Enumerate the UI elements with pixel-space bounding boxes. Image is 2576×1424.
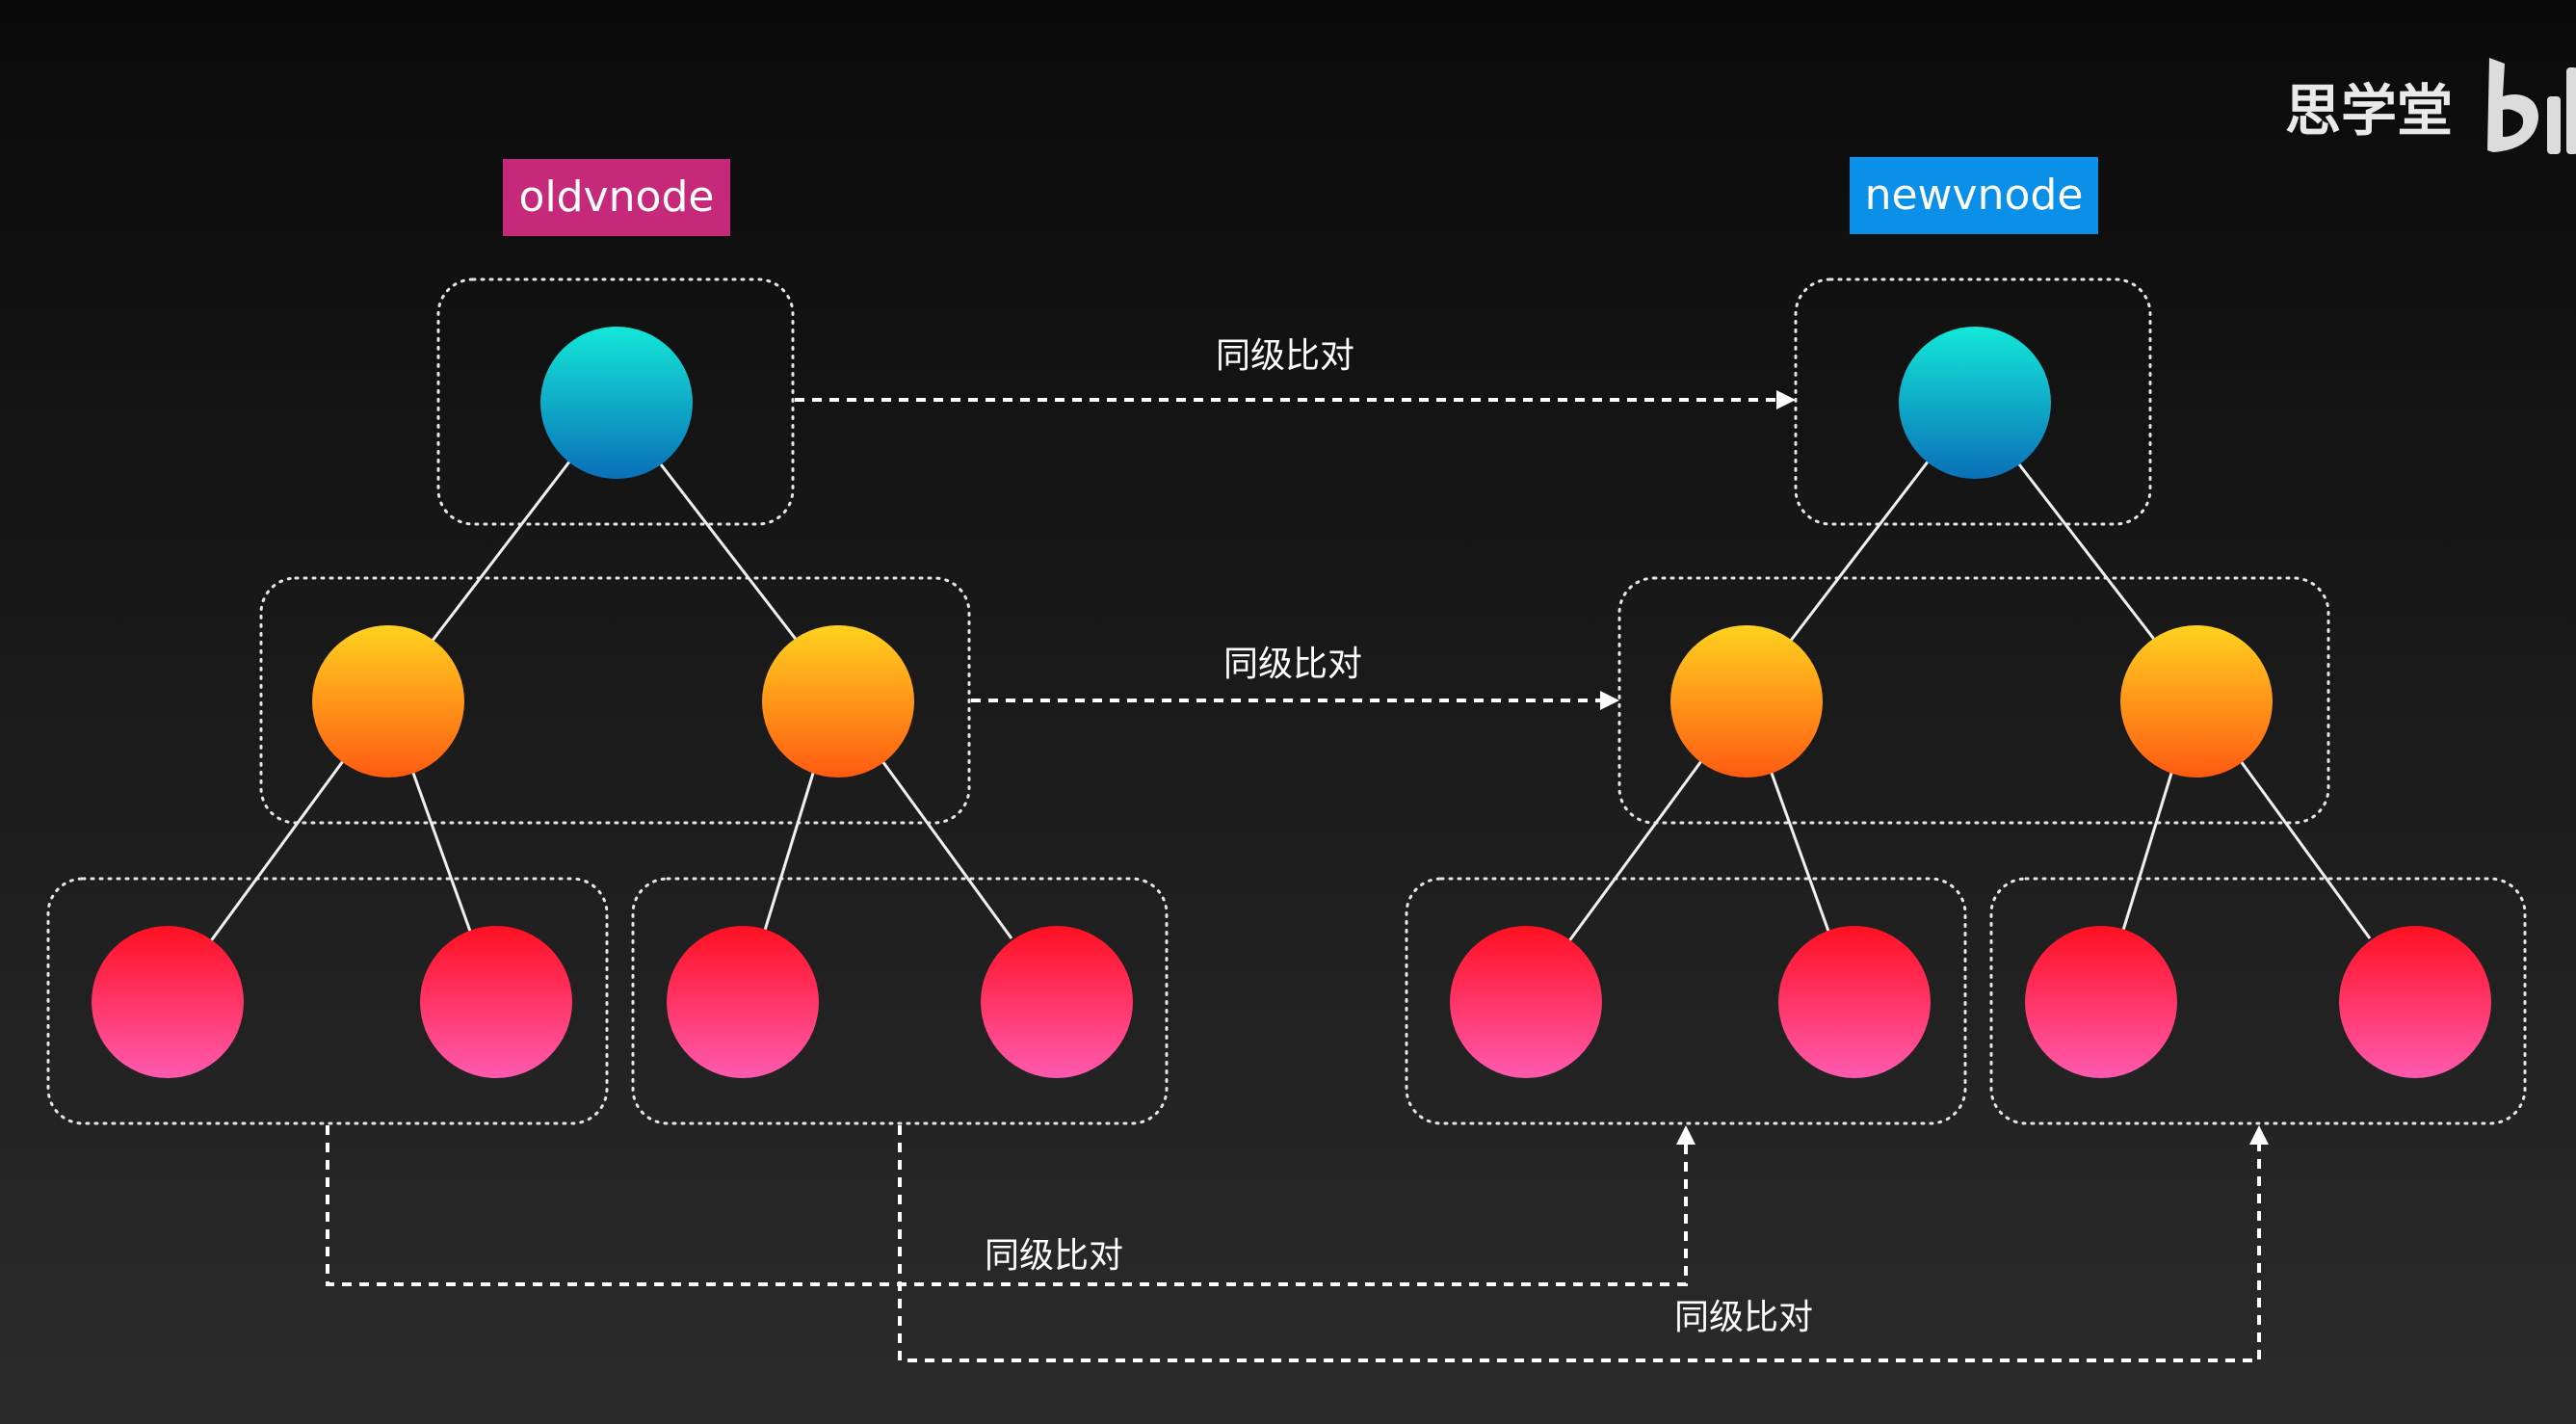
new-level3-node-4 [2339, 926, 2491, 1078]
new-level3-group-right [1989, 877, 2527, 1125]
old-edge-midright-leaf3 [761, 766, 817, 937]
old-edge-root-right [659, 463, 800, 643]
compare-label-level2: 同级比对 [1223, 645, 1363, 684]
newvnode-label: newvnode [1850, 157, 2098, 234]
old-edge-root-left [430, 460, 572, 643]
new-level3-node-2 [1778, 926, 1931, 1078]
old-level3-node-1 [92, 926, 244, 1078]
old-tree [46, 277, 1169, 1125]
new-level2-group [1617, 576, 2330, 825]
compare-label-level3-left: 同级比对 [985, 1236, 1124, 1276]
old-edge-midleft-leaf2 [408, 764, 474, 937]
new-edge-midleft-leaf1 [1566, 760, 1703, 943]
new-tree [1405, 277, 2527, 1125]
old-level2-node-left [312, 625, 464, 778]
old-level3-node-4 [981, 926, 1133, 1078]
compare-arrow-level3-left [326, 1125, 1695, 1286]
oldvnode-label: oldvnode [503, 159, 730, 236]
new-level3-node-1 [1450, 926, 1602, 1078]
old-edge-midleft-leaf1 [208, 760, 345, 943]
new-level1-group [1794, 277, 2152, 526]
old-root-node [540, 327, 693, 479]
brand-watermark: 思学堂 [2285, 78, 2454, 144]
old-level2-node-right [762, 625, 914, 778]
new-root-node [1899, 327, 2051, 479]
comparison-arrows [326, 390, 2269, 1362]
new-level2-node-right [2120, 625, 2273, 778]
new-level3-group-left [1405, 877, 1967, 1125]
old-level1-group [436, 277, 795, 526]
old-level2-group [259, 576, 971, 825]
new-edge-midright-leaf3 [2119, 766, 2175, 937]
new-level3-node-3 [2025, 926, 2177, 1078]
new-edge-root-right [2017, 463, 2158, 643]
old-level3-group-left [46, 877, 609, 1125]
old-level3-node-2 [420, 926, 572, 1078]
old-level3-group-right [631, 877, 1169, 1125]
bilibili-logo-icon [2484, 58, 2576, 158]
new-edge-root-left [1788, 460, 1931, 643]
old-edge-midright-leaf4 [881, 760, 1013, 939]
compare-label-level3-right: 同级比对 [1674, 1298, 1814, 1337]
new-level2-node-left [1670, 625, 1823, 778]
old-level3-node-3 [667, 926, 819, 1078]
new-edge-midright-leaf4 [2239, 760, 2372, 939]
new-edge-midleft-leaf2 [1767, 764, 1832, 937]
compare-label-level1: 同级比对 [1216, 336, 1355, 376]
